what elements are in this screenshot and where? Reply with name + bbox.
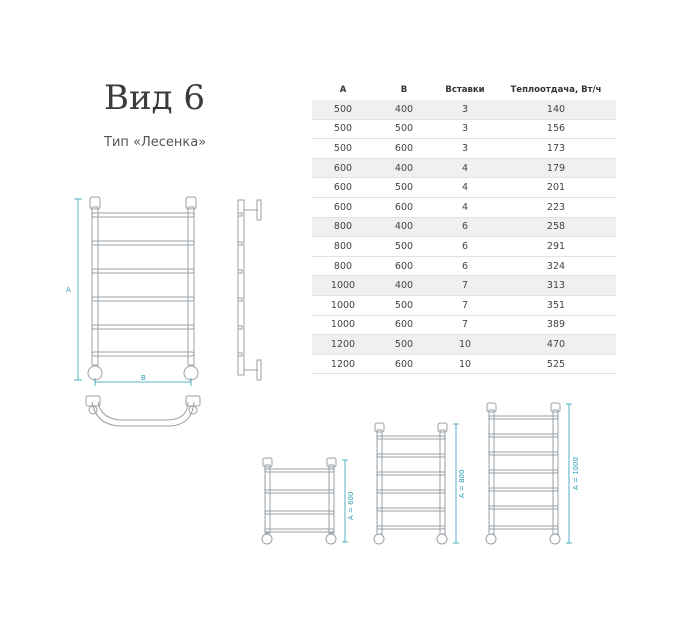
variant-800-drawing: [373, 422, 448, 545]
variant-600-label: A = 600: [347, 492, 355, 520]
cell-inserts: 4: [434, 197, 496, 218]
variant-800-label: A = 800: [458, 470, 466, 498]
cell-heat-output: 351: [496, 295, 616, 316]
cell-b: 400: [374, 158, 434, 179]
variant-1000-label: A = 1000: [572, 457, 580, 490]
cell-a: 800: [312, 236, 374, 257]
main-side-view: [237, 199, 262, 381]
cell-inserts: 4: [434, 177, 496, 198]
variant-600-dimension: [342, 459, 348, 543]
cell-inserts: 7: [434, 315, 496, 336]
cell-heat-output: 179: [496, 158, 616, 179]
variant-1000-drawing: [485, 402, 561, 545]
cell-inserts: 6: [434, 236, 496, 257]
cell-a: 500: [312, 119, 374, 140]
cell-a: 800: [312, 217, 374, 238]
cell-b: 500: [374, 334, 434, 355]
cell-heat-output: 389: [496, 315, 616, 336]
main-dimension-lines: [74, 198, 192, 386]
cell-heat-output: 140: [496, 100, 616, 120]
cell-b: 500: [374, 119, 434, 140]
cell-b: 600: [374, 354, 434, 375]
cell-heat-output: 201: [496, 177, 616, 198]
page-subtitle: Тип «Лесенка»: [104, 135, 207, 150]
cell-b: 400: [374, 275, 434, 296]
cell-a: 1200: [312, 334, 374, 355]
cell-heat-output: 470: [496, 334, 616, 355]
main-front-view: [87, 196, 199, 381]
cell-b: 600: [374, 315, 434, 336]
cell-heat-output: 173: [496, 138, 616, 159]
cell-inserts: 3: [434, 100, 496, 120]
cell-b: 500: [374, 295, 434, 316]
dimension-label-b: B: [141, 374, 146, 382]
cell-b: 500: [374, 177, 434, 198]
cell-b: 600: [374, 256, 434, 277]
cell-heat-output: 156: [496, 119, 616, 140]
variant-600-drawing: [261, 457, 337, 545]
page-title: Вид 6: [104, 78, 206, 118]
cell-heat-output: 223: [496, 197, 616, 218]
cell-a: 600: [312, 158, 374, 179]
cell-inserts: 6: [434, 256, 496, 277]
cell-a: 1200: [312, 354, 374, 375]
cell-inserts: 6: [434, 217, 496, 238]
table-header-row: A B Вставки Теплоотдача, Вт/ч: [312, 80, 616, 100]
cell-a: 500: [312, 138, 374, 159]
cell-inserts: 4: [434, 158, 496, 179]
cell-inserts: 10: [434, 334, 496, 355]
cell-a: 500: [312, 100, 374, 120]
cell-inserts: 7: [434, 295, 496, 316]
header-inserts: Вставки: [445, 85, 485, 95]
cell-b: 400: [374, 217, 434, 238]
variant-800-dimension: [453, 423, 459, 544]
header-heat-output: Теплоотдача, Вт/ч: [510, 85, 602, 95]
cell-b: 600: [374, 138, 434, 159]
cell-a: 600: [312, 197, 374, 218]
cell-a: 600: [312, 177, 374, 198]
cell-a: 1000: [312, 315, 374, 336]
cell-a: 1000: [312, 295, 374, 316]
main-top-view: [85, 395, 201, 427]
header-a: A: [339, 85, 347, 95]
cell-heat-output: 525: [496, 354, 616, 375]
cell-a: 1000: [312, 275, 374, 296]
dimension-label-a: A: [66, 286, 71, 294]
variant-1000-dimension: [566, 403, 572, 544]
cell-heat-output: 313: [496, 275, 616, 296]
cell-b: 500: [374, 236, 434, 257]
cell-inserts: 7: [434, 275, 496, 296]
header-b: B: [400, 85, 408, 95]
cell-inserts: 10: [434, 354, 496, 375]
cell-heat-output: 258: [496, 217, 616, 238]
cell-b: 600: [374, 197, 434, 218]
cell-b: 400: [374, 100, 434, 120]
cell-inserts: 3: [434, 119, 496, 140]
cell-inserts: 3: [434, 138, 496, 159]
cell-heat-output: 324: [496, 256, 616, 277]
cell-a: 800: [312, 256, 374, 277]
cell-heat-output: 291: [496, 236, 616, 257]
